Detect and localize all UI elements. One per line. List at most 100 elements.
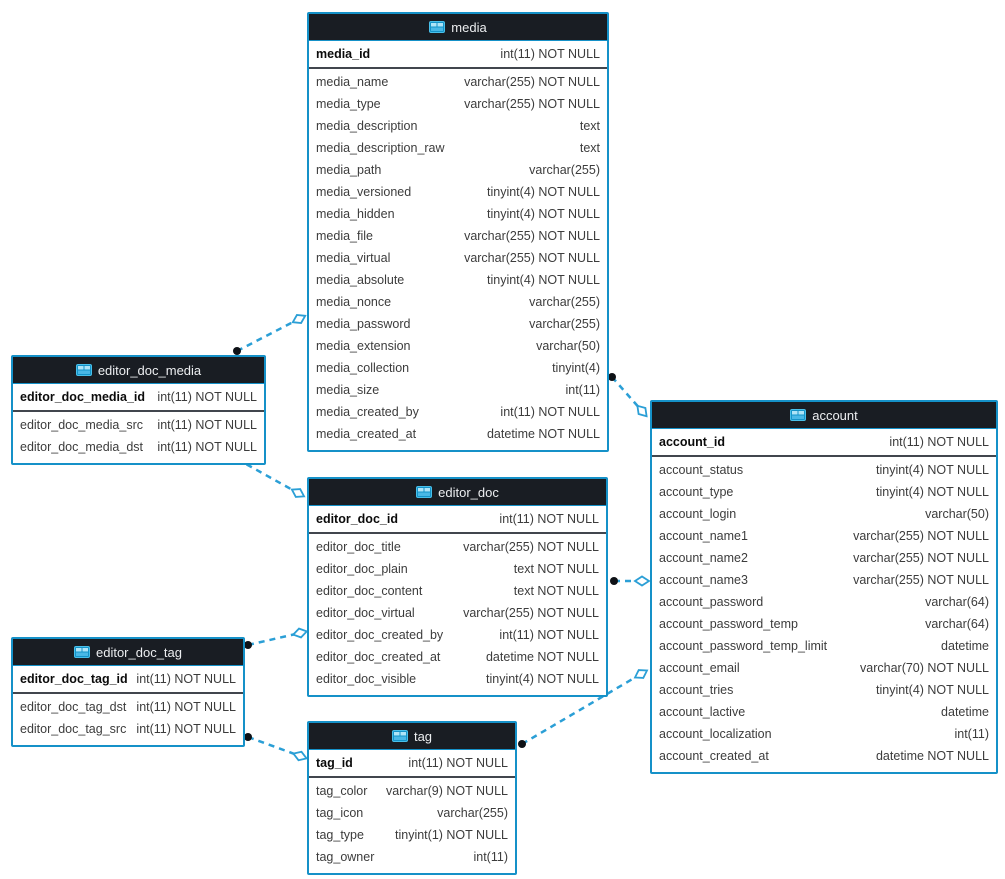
field-type: tinyint(4) NOT NULL: [876, 463, 989, 477]
field-type: int(11): [954, 727, 989, 741]
pk-row[interactable]: media_id int(11) NOT NULL: [309, 41, 607, 69]
connector-editor_doc_tag-editor_doc[interactable]: [244, 627, 309, 649]
table-title: editor_doc_media: [97, 362, 202, 378]
field-type: tinyint(4) NOT NULL: [876, 683, 989, 697]
connector-editor_doc_tag-tag[interactable]: [244, 733, 309, 762]
pk-field-type: int(11) NOT NULL: [500, 47, 600, 61]
field-name: media_size: [316, 383, 380, 397]
field-type: tinyint(4) NOT NULL: [876, 485, 989, 499]
table-icon: [416, 486, 433, 498]
field-name: media_path: [316, 163, 382, 177]
table-editor-doc-media[interactable]: editor_doc_media editor_doc_media_id int…: [11, 355, 266, 465]
field-name: media_password: [316, 317, 411, 331]
table-header-account[interactable]: account: [652, 402, 996, 429]
field-name: editor_doc_media_src: [20, 418, 143, 432]
table-header-tag[interactable]: tag: [309, 723, 515, 750]
field-type: varchar(64): [925, 595, 989, 609]
field-type: tinyint(4) NOT NULL: [487, 185, 600, 199]
connector-media-account[interactable]: [608, 373, 648, 418]
field-type: varchar(255): [529, 163, 600, 177]
table-header-media[interactable]: media: [309, 14, 607, 41]
table-title: editor_doc_tag: [95, 644, 182, 660]
table-title: media: [451, 19, 487, 35]
pk-row[interactable]: editor_doc_id int(11) NOT NULL: [309, 506, 606, 534]
table-header-editor-doc[interactable]: editor_doc: [309, 479, 606, 506]
field-name: media_name: [316, 75, 389, 89]
field-row[interactable]: account_email varchar(70) NOT NULL: [652, 657, 996, 679]
field-type: varchar(50): [925, 507, 989, 521]
table-editor-doc[interactable]: editor_doc editor_doc_id int(11) NOT NUL…: [307, 477, 608, 697]
cardinality-dot-marker: [244, 641, 252, 649]
field-name: account_email: [659, 661, 740, 675]
table-header-editor-doc-media[interactable]: editor_doc_media: [13, 357, 264, 384]
field-name: account_password_temp: [659, 617, 798, 631]
field-row[interactable]: media_path varchar(255): [309, 159, 607, 181]
pk-row[interactable]: editor_doc_media_id int(11) NOT NULL: [13, 384, 264, 412]
field-type: varchar(50): [536, 339, 600, 353]
field-name: editor_doc_media_dst: [20, 440, 143, 454]
pk-row[interactable]: account_id int(11) NOT NULL: [652, 429, 996, 457]
field-type: int(11) NOT NULL: [136, 722, 236, 736]
connector-editor_doc-account[interactable]: [610, 575, 651, 587]
table-media[interactable]: media media_id int(11) NOT NULL media_na…: [307, 12, 609, 452]
table-editor-doc-tag[interactable]: editor_doc_tag editor_doc_tag_id int(11)…: [11, 637, 245, 747]
pk-row[interactable]: tag_id int(11) NOT NULL: [309, 750, 515, 778]
pk-row[interactable]: editor_doc_tag_id int(11) NOT NULL: [13, 666, 243, 694]
cardinality-dot-marker: [518, 740, 526, 748]
table-account[interactable]: account account_id int(11) NOT NULL acco…: [650, 400, 998, 774]
table-header-editor-doc-tag[interactable]: editor_doc_tag: [13, 639, 243, 666]
connector-tag-account[interactable]: [518, 669, 649, 748]
field-type: varchar(255) NOT NULL: [464, 97, 600, 111]
field-type: varchar(70) NOT NULL: [860, 661, 989, 675]
connector-editor_doc_media-media[interactable]: [233, 314, 307, 355]
field-type: int(11) NOT NULL: [500, 405, 600, 419]
